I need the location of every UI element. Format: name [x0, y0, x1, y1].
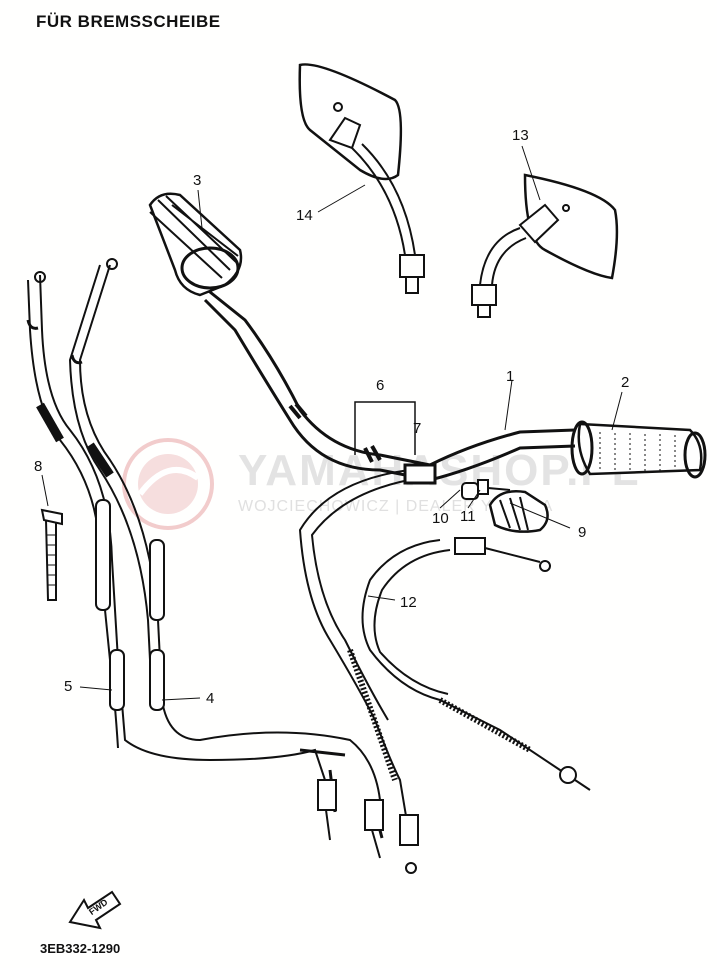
callout-7: 7 [413, 420, 422, 437]
callout-13: 13 [512, 127, 529, 144]
watermark-dealer: WOJCIECHOWICZ | DEALER YAMAHA [238, 498, 554, 515]
cable-tie-8 [40, 508, 63, 601]
callout-1: 1 [506, 368, 515, 385]
right-grip [570, 420, 707, 479]
right-mirror [471, 173, 619, 318]
callout-5: 5 [64, 678, 73, 695]
callout-8: 8 [34, 458, 43, 475]
callout-11: 11 [460, 508, 476, 525]
callout-6: 6 [376, 377, 385, 394]
callout-2: 2 [621, 374, 630, 391]
left-grip [148, 192, 243, 297]
callout-12: 12 [400, 594, 417, 611]
callout-3: 3 [193, 172, 202, 189]
handlebar [204, 286, 576, 467]
diagram-title: FÜR BREMSSCHEIBE [36, 12, 221, 31]
callout-10: 10 [432, 510, 449, 527]
left-mirror [298, 63, 425, 294]
callout-9: 9 [578, 524, 587, 541]
cable-12 [361, 539, 591, 791]
fwd-arrow-icon [68, 890, 122, 930]
cable-4 [78, 264, 381, 801]
callout-4: 4 [206, 690, 215, 707]
callout-14: 14 [296, 207, 313, 224]
diagram-code: 3EB332-1290 [40, 941, 121, 956]
